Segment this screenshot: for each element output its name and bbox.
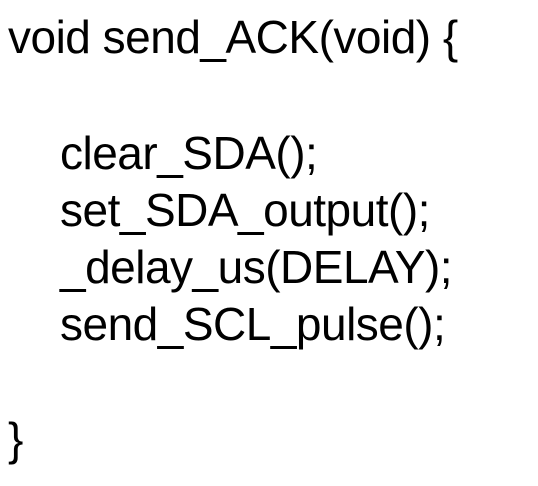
code-line-set-sda-output: set_SDA_output();	[60, 184, 430, 236]
function-signature-line: void send_ACK(void) {	[8, 11, 458, 63]
code-line-send-scl-pulse: send_SCL_pulse();	[60, 298, 446, 350]
code-line-clear-sda: clear_SDA();	[60, 127, 318, 179]
closing-brace-line: }	[8, 413, 23, 465]
code-line-delay: _delay_us(DELAY);	[60, 241, 453, 293]
